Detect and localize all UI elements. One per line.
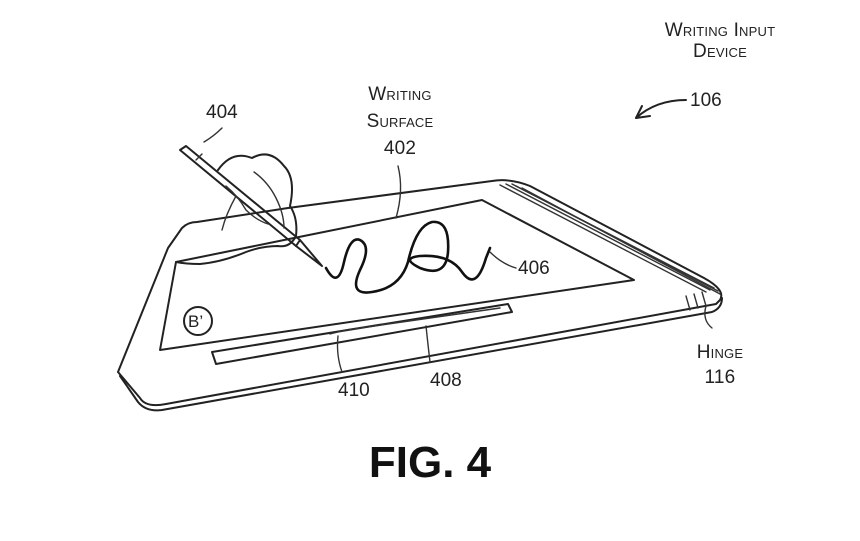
hinge-ref: 116 — [704, 367, 736, 388]
hand-fingers — [221, 171, 285, 231]
device-title: Writing Input Device — [630, 20, 810, 62]
leader-402 — [395, 165, 402, 219]
marker-label: B’ — [188, 312, 204, 331]
arrow-106-head — [635, 105, 651, 119]
hand-outline — [175, 153, 298, 265]
stylus-ref: 404 — [206, 102, 238, 123]
stylus-slot — [211, 303, 513, 365]
ref-410: 410 — [338, 380, 370, 401]
ref-408: 408 — [430, 370, 462, 391]
surface-ref: 402 — [383, 138, 417, 159]
device-outer-outline — [117, 179, 723, 407]
device-title-line2: Device — [693, 41, 747, 62]
ink-stroke — [324, 220, 492, 294]
leader-408 — [425, 325, 431, 363]
hinge-edge-lines — [499, 183, 721, 311]
device-edge — [119, 297, 723, 412]
hinge-label: Hinge 116 — [680, 342, 760, 388]
arrow-106 — [635, 99, 687, 119]
ink-ref: 406 — [518, 258, 550, 279]
hinge-leader-line — [704, 305, 713, 329]
stylus — [179, 145, 323, 267]
surface-title-line2: Surface — [366, 111, 434, 132]
hinge-title: Hinge — [696, 342, 744, 363]
figure-caption: FIG. 4 — [368, 438, 492, 487]
leader-410 — [336, 335, 343, 373]
device-ref: 106 — [690, 90, 722, 111]
slot-divider — [329, 307, 501, 335]
leader-406 — [489, 251, 517, 269]
surface-title-line1: Writing — [368, 84, 432, 105]
surface-title: Writing Surface 402 — [330, 84, 470, 159]
leader-404 — [203, 127, 223, 143]
marker-circle — [183, 306, 213, 336]
screen-border — [159, 199, 635, 351]
device-title-line1: Writing Input — [664, 20, 776, 41]
